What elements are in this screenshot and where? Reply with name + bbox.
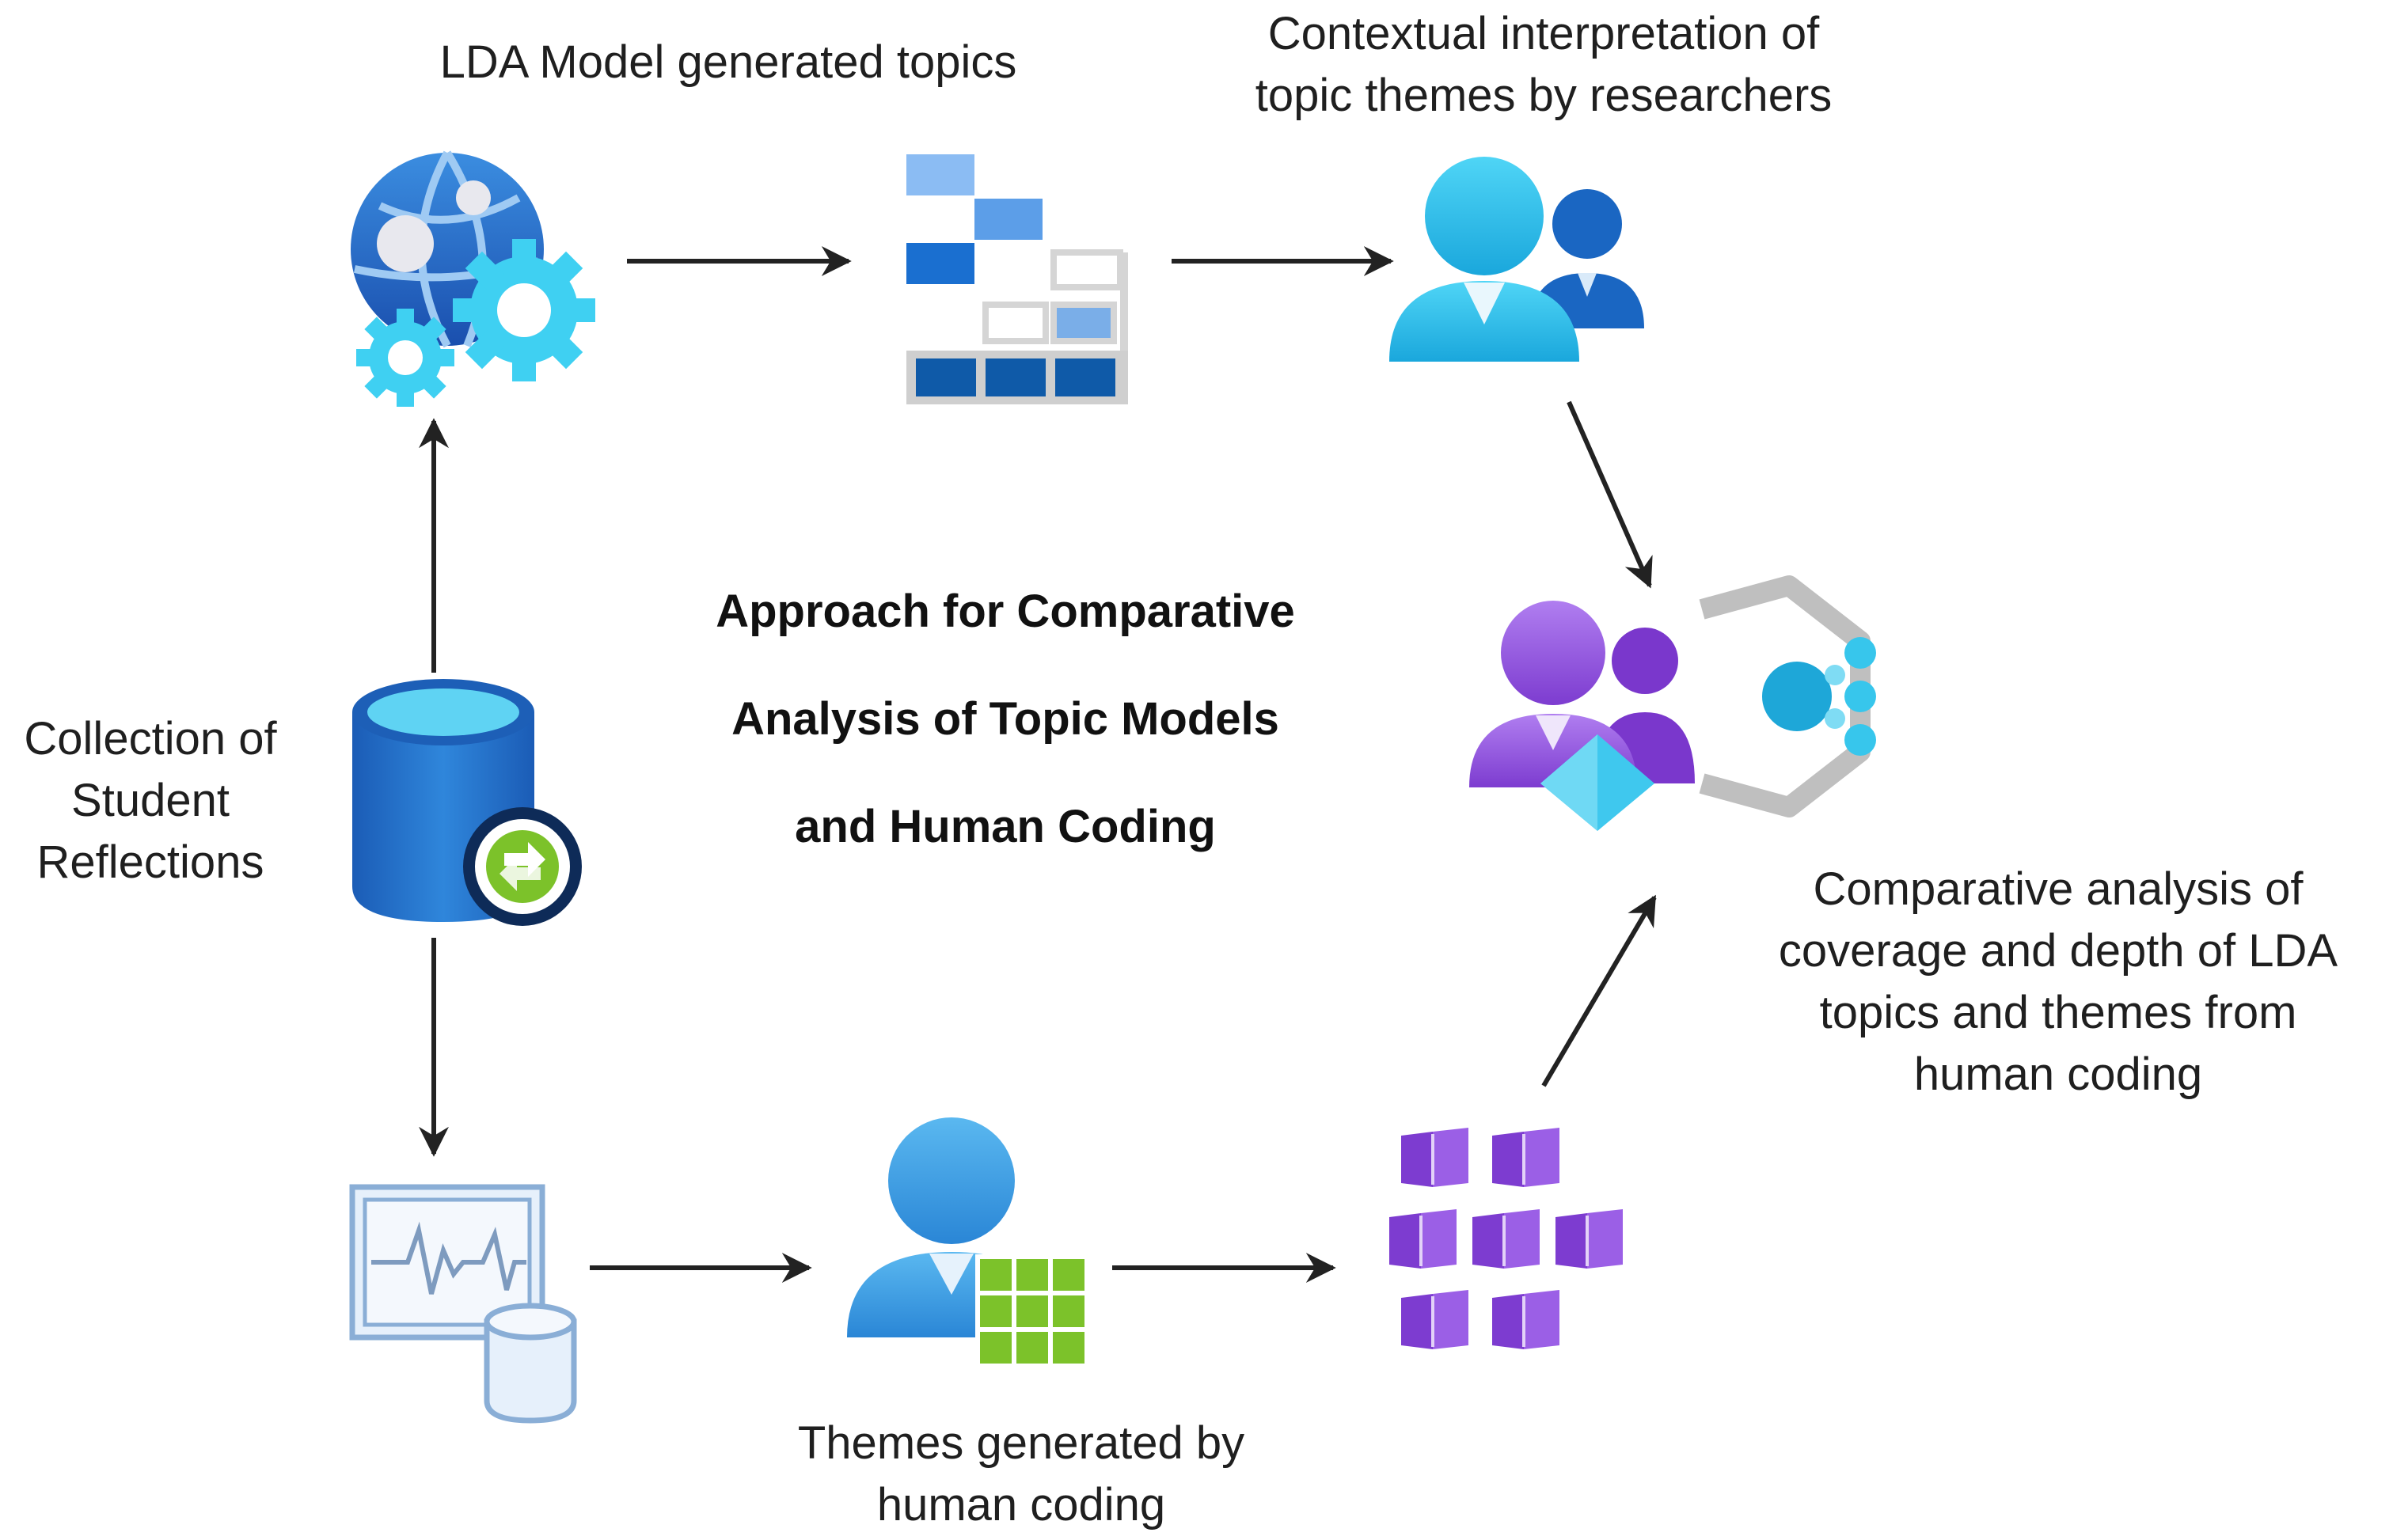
title-line-3: and Human Coding	[795, 801, 1216, 852]
collection-line-2: Student	[71, 775, 230, 826]
researchers-line-1: Contextual interpretation of	[1267, 8, 1820, 59]
arrows	[419, 246, 1657, 1283]
comparative-line-4: human coding	[1913, 1049, 2203, 1100]
users-cognitive-analysis-icon	[1469, 575, 1876, 831]
label-comparative: Comparative analysis of coverage and dep…	[1734, 859, 2383, 1106]
label-collection: Collection of Student Reflections	[0, 708, 301, 893]
collection-line-3: Reflections	[36, 836, 264, 888]
monitor-database-icon	[349, 1184, 577, 1424]
title-line-2: Analysis of Topic Models	[731, 693, 1279, 745]
human-coding-line-2: human coding	[876, 1479, 1166, 1531]
topic-matrix-icon	[906, 154, 1128, 404]
collection-line-1: Collection of	[24, 713, 277, 764]
label-lda-model: LDA Model generated topics	[348, 32, 1108, 93]
title-line-1: Approach for Comparative	[716, 586, 1295, 637]
cubes-cluster-icon	[1389, 1128, 1623, 1349]
web-globe-gears-icon	[351, 150, 595, 407]
researchers-line-2: topic themes by researchers	[1255, 70, 1833, 121]
researchers-users-icon	[1389, 157, 1644, 362]
database-sync-icon	[352, 679, 582, 926]
comparative-line-2: coverage and depth of LDA	[1778, 925, 2338, 977]
label-researchers: Contextual interpretation of topic theme…	[1164, 3, 1924, 127]
lda-model-line-1: LDA Model generated topics	[439, 36, 1017, 88]
human-coding-line-1: Themes generated by	[797, 1417, 1245, 1469]
user-grid-icon	[847, 1117, 1086, 1365]
label-human-coding: Themes generated by human coding	[705, 1413, 1338, 1536]
comparative-line-3: topics and themes from	[1819, 987, 2297, 1038]
diagram-title: Approach for Comparative Analysis of Top…	[625, 558, 1385, 881]
arrow-cubes-to-comparative	[1541, 894, 1657, 1087]
arrow-researchers-to-comparative	[1567, 400, 1653, 589]
comparative-line-1: Comparative analysis of	[1813, 863, 2304, 915]
